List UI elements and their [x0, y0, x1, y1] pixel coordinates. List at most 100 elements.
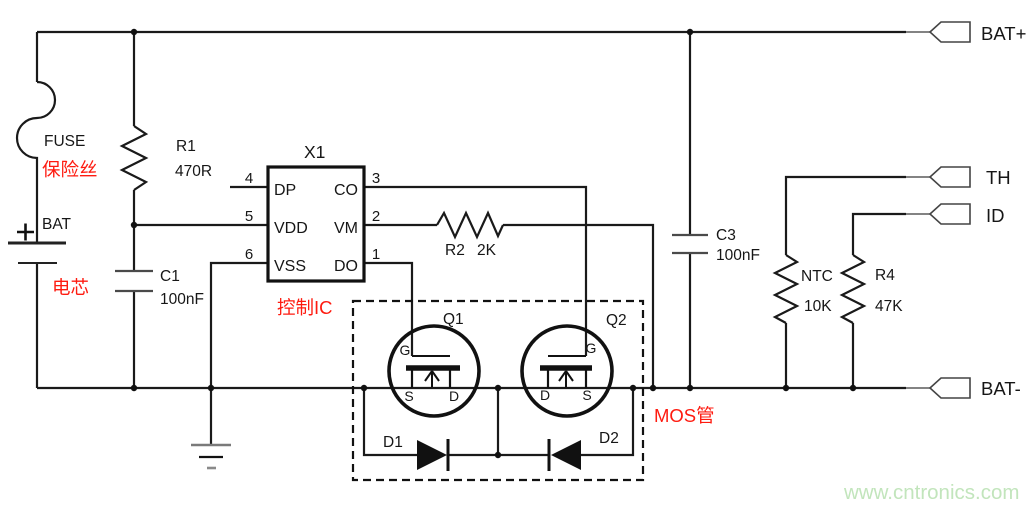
c1-component: C1 100nF	[115, 268, 204, 308]
c3-ref: C3	[716, 227, 736, 244]
ic-pin-co-num: 3	[372, 170, 380, 187]
connector-th-label: TH	[986, 167, 1011, 188]
ntc-ref: NTC	[801, 268, 833, 285]
r2-zigzag	[436, 210, 505, 240]
ic-pin-do-num: 1	[372, 246, 380, 263]
junction-dot	[360, 384, 368, 392]
ic-pin-vss-name: VSS	[274, 258, 306, 275]
fuse-symbol-curve	[15, 80, 57, 243]
ic-pin-vdd-name: VDD	[274, 220, 308, 237]
ic-pin-do-name: DO	[334, 258, 358, 275]
do-to-q1-gate-wire	[364, 261, 414, 356]
ground-symbol	[191, 443, 231, 470]
q1-body-circle	[387, 324, 481, 418]
connector-bat-plus-label: BAT+	[981, 23, 1026, 44]
watermark: www.cntronics.com	[843, 481, 1019, 504]
r2-value: 2K	[477, 242, 497, 259]
connector-id: ID	[928, 203, 1005, 226]
ic-pin-vm-name: VM	[334, 220, 358, 237]
q2-body-circle	[520, 324, 614, 418]
r4-zigzag	[839, 254, 867, 324]
connector-pentagon	[928, 166, 971, 188]
th-wire	[784, 175, 906, 255]
junction-dot	[782, 384, 790, 392]
c1-ref: C1	[160, 268, 180, 285]
d2-diode: D2	[547, 430, 619, 471]
ntc-value: 10K	[804, 298, 832, 315]
connector-bat-minus: BAT-	[928, 377, 1021, 399]
r4-ref: R4	[875, 267, 895, 284]
fuse-label: FUSE	[44, 133, 85, 150]
junction-dot	[130, 221, 138, 229]
junction-dot	[686, 28, 694, 36]
q1-drain-label: D	[449, 388, 459, 404]
junction-dot	[649, 384, 657, 392]
q2-gate-label: G	[586, 340, 597, 356]
d1-diode: D1	[383, 434, 450, 471]
ic-pin-vss-num: 6	[245, 246, 253, 263]
battery-cell-component: BAT 电芯	[8, 216, 89, 298]
battery-label: BAT	[42, 216, 72, 233]
vss-ground-wire	[209, 261, 268, 445]
d2-triangle	[551, 440, 581, 470]
junction-dot	[686, 384, 694, 392]
q2-ref: Q2	[606, 312, 627, 329]
d2-ref: D2	[599, 430, 619, 447]
ic-pin-vdd-num: 5	[245, 208, 253, 225]
ic-annotation: 控制IC	[277, 297, 333, 318]
r2-ref: R2	[445, 242, 465, 259]
battery-plus-sign	[17, 223, 34, 241]
connector-pentagon	[928, 203, 971, 225]
co-to-q2-gate-wire	[364, 185, 588, 356]
mos-annotation: MOS管	[654, 405, 715, 426]
connector-pentagon	[928, 377, 971, 399]
r2-component: R2 2K	[436, 210, 505, 259]
junction-dot	[130, 384, 138, 392]
ic-body	[266, 165, 366, 283]
junction-dot	[849, 384, 857, 392]
junction-dot	[494, 384, 502, 392]
q2-source-label: S	[582, 387, 591, 403]
mos-dashed-box	[351, 299, 645, 482]
r1-value: 470R	[175, 163, 212, 180]
ntc-component: NTC 10K	[772, 254, 833, 324]
d1-triangle	[417, 440, 447, 470]
battery-annotation: 电芯	[52, 277, 89, 298]
c3-value: 100nF	[716, 247, 760, 264]
connector-thin-leads	[906, 31, 930, 389]
d2-right-leg-wire	[581, 388, 635, 457]
fuse-annotation: 保险丝	[42, 159, 98, 180]
vm-wire	[364, 223, 655, 388]
q1-source-label: S	[404, 388, 413, 404]
connector-th: TH	[928, 166, 1011, 188]
q1-body-arrow	[424, 370, 440, 387]
ic-pin-co-name: CO	[334, 182, 358, 199]
wires	[15, 30, 930, 457]
fuse-component: FUSE 保险丝	[42, 133, 98, 180]
ic-pin-dp-num: 4	[245, 170, 253, 187]
id-wire	[851, 212, 906, 255]
q1-gate-label: G	[400, 342, 411, 358]
connector-bat-minus-label: BAT-	[981, 378, 1021, 399]
c3-component: C3 100nF	[672, 227, 760, 264]
r1-component: R1 470R	[119, 125, 212, 191]
d1-left-leg-wire	[362, 388, 417, 457]
r4-component: R4 47K	[839, 254, 903, 324]
junction-dot	[207, 384, 215, 392]
connector-bat-plus: BAT+	[928, 21, 1026, 44]
q2-drain-label: D	[540, 387, 550, 403]
ntc-zigzag	[772, 254, 800, 324]
junction-dots	[130, 28, 857, 459]
junction-dot	[494, 451, 502, 459]
q2-body-arrow	[558, 370, 574, 387]
connector-id-label: ID	[986, 205, 1005, 226]
q1-ref: Q1	[443, 311, 464, 328]
ic-ref: X1	[304, 142, 325, 162]
q1-mosfet: Q1 G S D	[387, 311, 481, 418]
r4-value: 47K	[875, 298, 903, 315]
d1-ref: D1	[383, 434, 403, 451]
ic-pin-dp-name: DP	[274, 182, 296, 199]
r1-zigzag	[119, 125, 149, 191]
r1-ref: R1	[176, 138, 196, 155]
